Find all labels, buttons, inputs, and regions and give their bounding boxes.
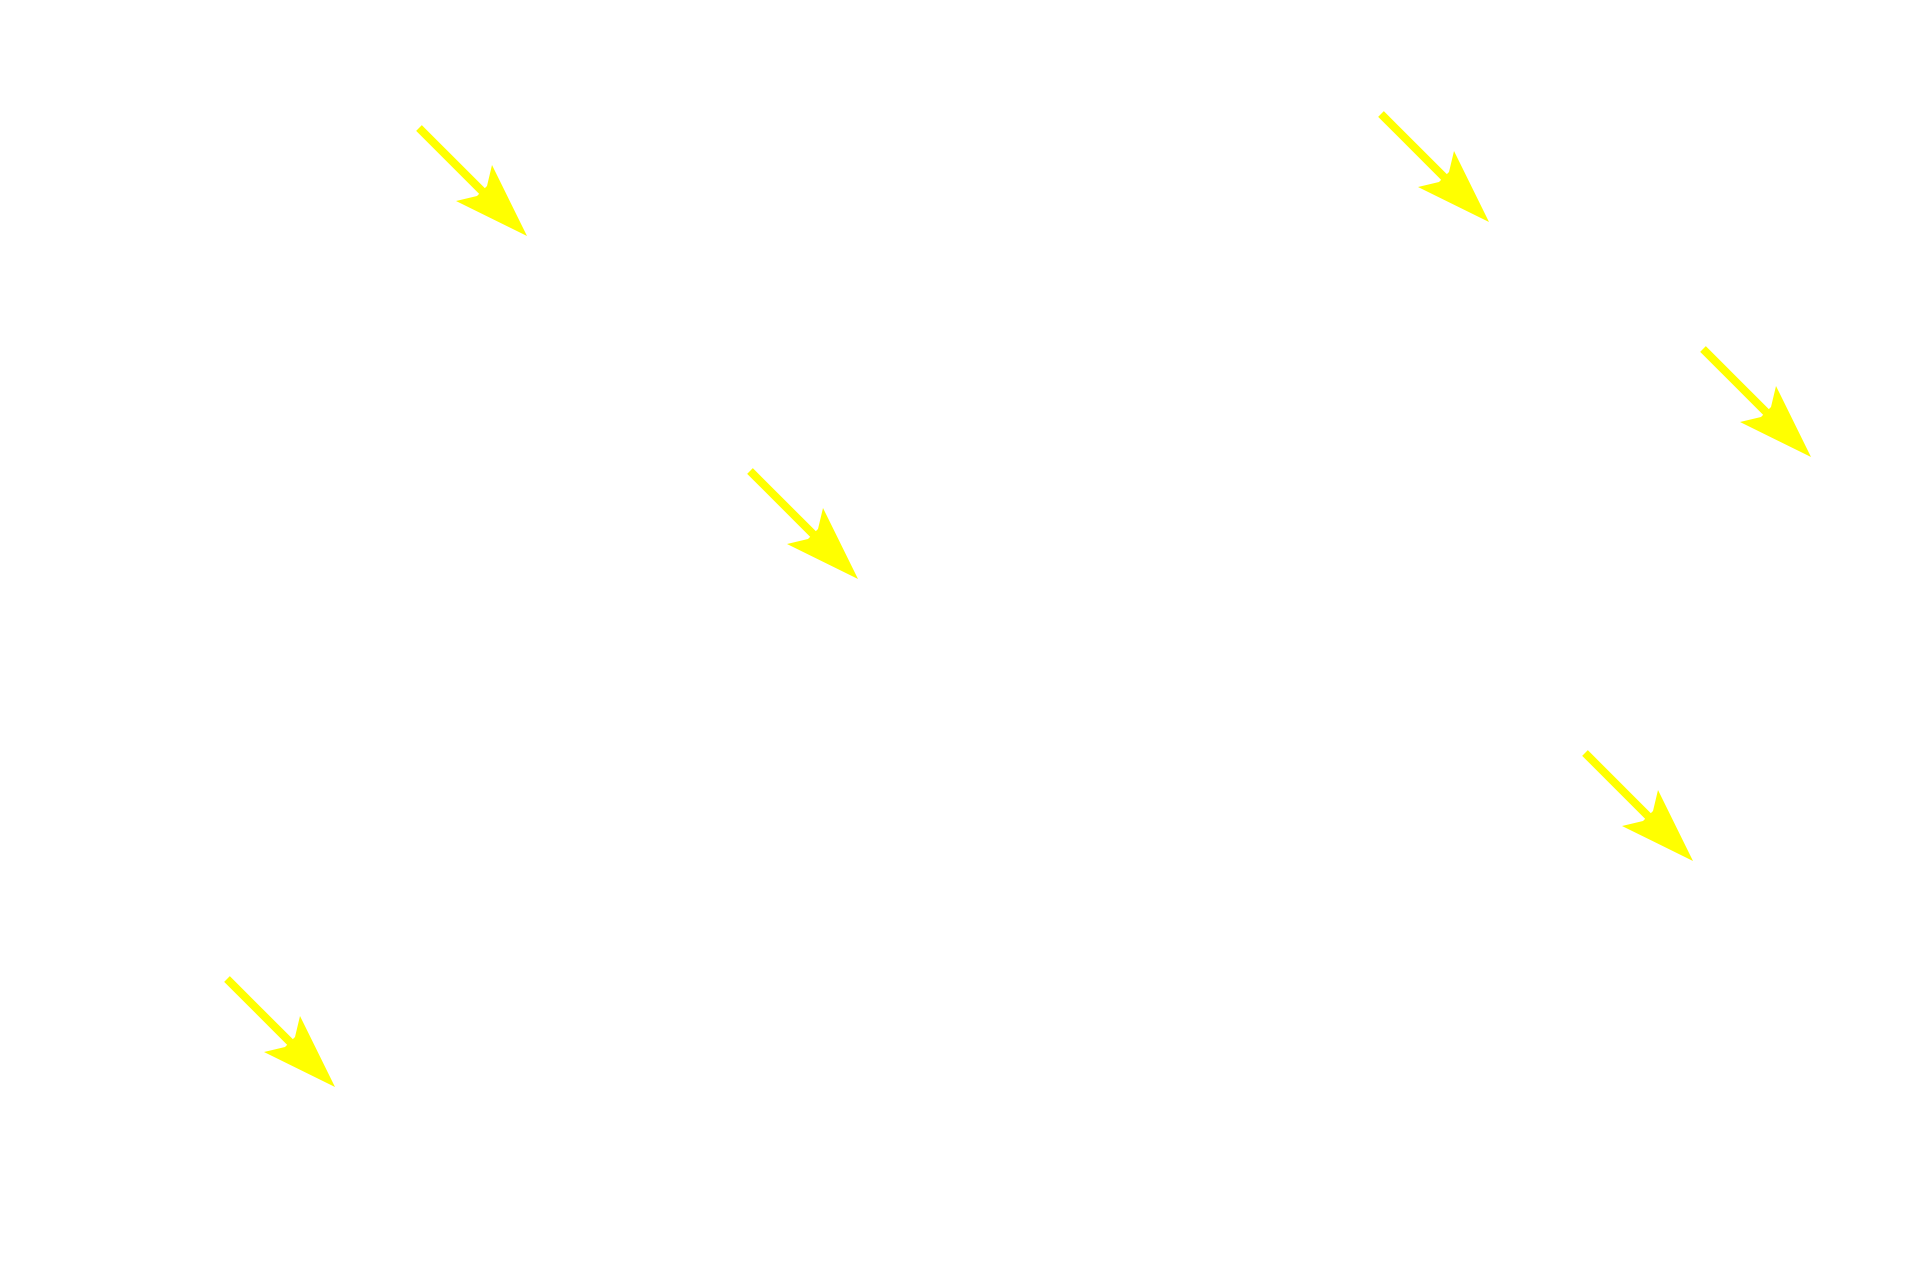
- arrow-down-right-icon: [1700, 346, 1811, 457]
- arrow-shaft: [1700, 346, 1772, 418]
- arrow-shaft: [1582, 750, 1654, 822]
- arrow-head: [1740, 386, 1811, 457]
- arrow-down-right-icon: [416, 125, 527, 236]
- arrow-head: [1622, 790, 1693, 861]
- arrow-down-right-icon: [224, 976, 335, 1087]
- arrow-shaft: [224, 976, 296, 1048]
- arrow-head: [264, 1016, 335, 1087]
- arrow-shaft: [747, 468, 819, 540]
- arrow-shaft: [416, 125, 488, 197]
- arrow-head: [1418, 151, 1489, 222]
- arrow-down-right-icon: [1378, 111, 1489, 222]
- arrow-down-right-icon: [1582, 750, 1693, 861]
- arrow-down-right-icon: [747, 468, 858, 579]
- arrow-head: [787, 508, 858, 579]
- arrow-shaft: [1378, 111, 1450, 183]
- arrow-head: [456, 165, 527, 236]
